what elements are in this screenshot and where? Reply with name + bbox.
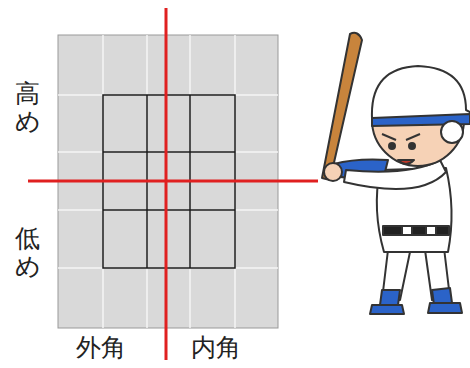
center-cross: [28, 8, 318, 360]
height-label: 低め: [15, 225, 40, 280]
side-label: 外角: [76, 331, 126, 364]
side-label: 内角: [191, 331, 241, 364]
batter-illustration: [322, 33, 470, 314]
height-label: 高め: [15, 80, 40, 135]
